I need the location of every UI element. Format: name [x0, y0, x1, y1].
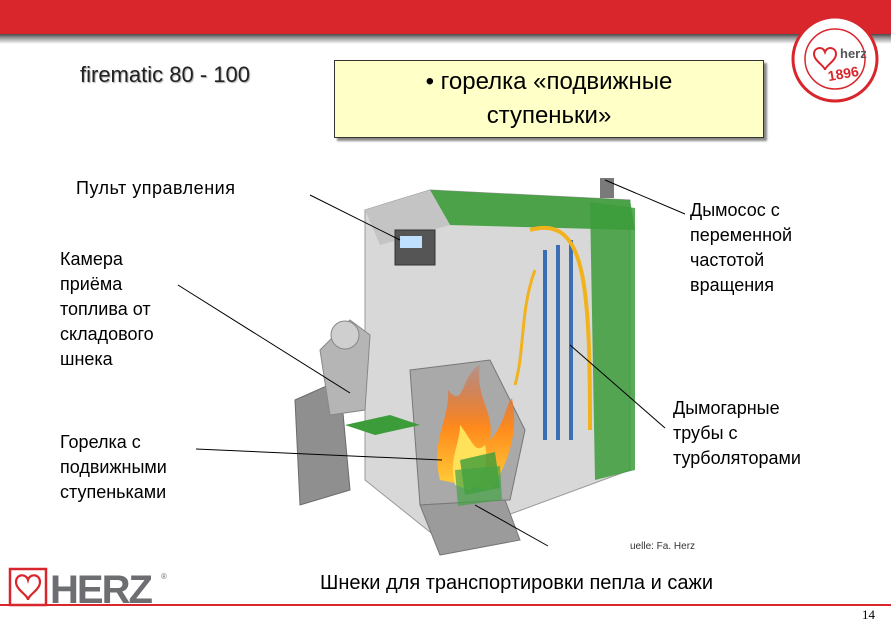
label-exhauster-line: Дымосос с	[690, 200, 780, 220]
label-burner: Горелка с подвижными ступеньками	[60, 430, 167, 505]
herz-partner-seal: herz 1896	[791, 15, 879, 103]
label-flue-tubes-line: Дымогарные	[673, 398, 780, 418]
top-shadow-band	[0, 34, 891, 44]
label-exhauster-line: переменной	[690, 225, 793, 245]
label-fuel-chamber-line: складового	[60, 324, 154, 344]
label-ash-screws: Шнеки для транспортировки пепла и сажи	[320, 572, 714, 594]
label-fuel-chamber-line: топлива от	[60, 299, 151, 319]
label-burner-line: ступеньками	[60, 482, 167, 502]
herz-logo-wordmark: HERZ	[50, 568, 152, 609]
label-exhauster-line: вращения	[690, 275, 774, 295]
boiler-cutaway-illustration	[294, 178, 635, 556]
svg-text:®: ®	[161, 572, 167, 581]
image-source-note: uelle: Fa. Herz	[630, 541, 696, 552]
label-fuel-chamber-line: шнека	[60, 349, 113, 369]
label-fuel-chamber-line: приёма	[60, 274, 123, 294]
label-burner-line: подвижными	[60, 457, 167, 477]
label-burner-line: Горелка с	[60, 432, 141, 452]
headline-box: • горелка «подвижные ступеньки»	[334, 60, 764, 138]
label-exhauster-line: частотой	[690, 250, 765, 270]
page-number: 14	[862, 607, 875, 622]
label-fuel-chamber: Камера приёма топлива от складового шнек…	[60, 247, 154, 372]
label-fuel-chamber-line: Камера	[60, 249, 123, 269]
model-subtitle: firematic 80 - 100	[80, 62, 250, 87]
label-flue-tubes-line: трубы с	[673, 423, 738, 443]
top-red-band	[0, 0, 891, 34]
label-flue-tubes-line: турболяторами	[673, 448, 801, 468]
label-flue-tubes: Дымогарные трубы с турболяторами	[673, 396, 801, 471]
herz-logo: HERZ ®	[8, 567, 167, 609]
headline-text: • горелка «подвижные ступеньки»	[425, 68, 673, 129]
label-exhauster: Дымосос с переменной частотой вращения	[690, 198, 792, 298]
label-control-panel: Пульт управления	[76, 178, 236, 198]
svg-text:herz: herz	[840, 46, 867, 61]
seal-year: 1896	[827, 63, 861, 84]
bottom-red-rule	[0, 604, 891, 606]
